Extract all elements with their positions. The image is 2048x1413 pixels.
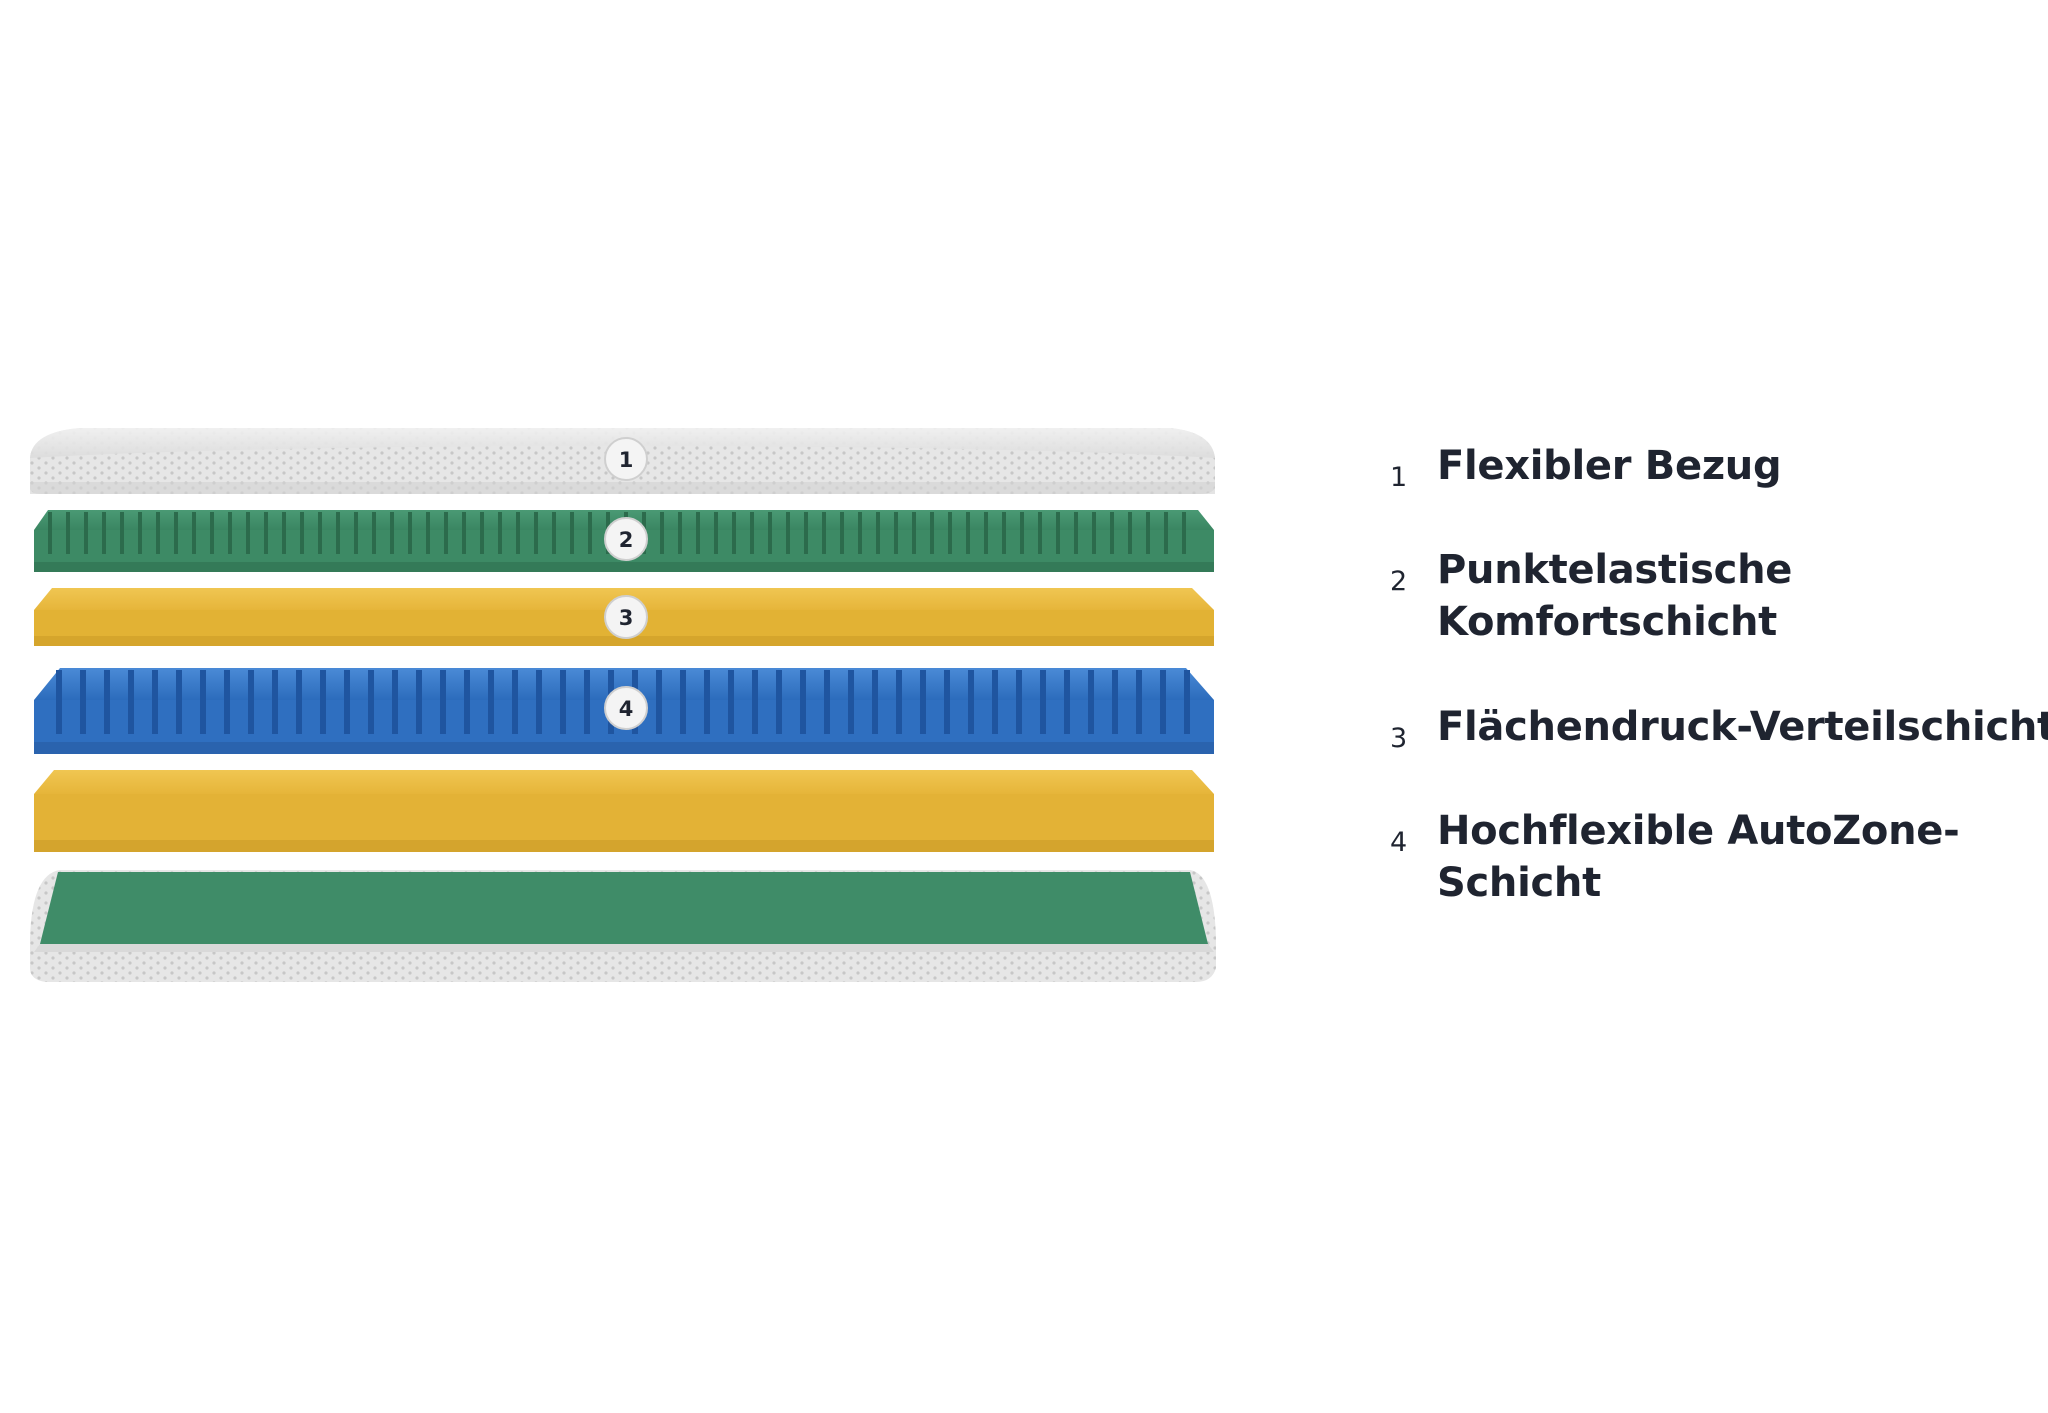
legend-number: 3 <box>1390 723 1408 754</box>
layer-marker-4: 4 <box>604 686 648 730</box>
legend-number: 1 <box>1390 462 1408 493</box>
layer-marker-3: 3 <box>604 595 648 639</box>
legend-number: 2 <box>1390 566 1408 597</box>
layer-marker-2: 2 <box>604 517 648 561</box>
legend-label: Punktelastische Komfortschicht <box>1437 544 2037 648</box>
marker-2-label: 2 <box>619 528 634 552</box>
marker-3-label: 3 <box>619 606 634 630</box>
legend-label-line: Punktelastische <box>1437 547 1793 593</box>
legend-label-line: Schicht <box>1437 860 1601 906</box>
legend-label-line: Komfortschicht <box>1437 599 1777 645</box>
legend-label-line: Hochflexible AutoZone- <box>1437 808 1960 854</box>
layer-diagram: 1 2 3 4 <box>30 428 1216 982</box>
layer-bottom-cover <box>30 870 1216 982</box>
legend-label: Flächendruck-Verteilschicht <box>1437 701 2048 753</box>
legend-label-line: Flexibler Bezug <box>1437 443 1782 489</box>
legend-label: Hochflexible AutoZone- Schicht <box>1437 805 2037 909</box>
legend-label: Flexibler Bezug <box>1437 440 2037 492</box>
legend-label-line: Flächendruck-Verteilschicht <box>1437 704 2048 750</box>
layer-marker-1: 1 <box>604 437 648 481</box>
marker-1-label: 1 <box>619 448 634 472</box>
legend-number: 4 <box>1390 827 1408 858</box>
marker-4-label: 4 <box>619 697 634 721</box>
layer-base-yellow <box>34 770 1214 852</box>
